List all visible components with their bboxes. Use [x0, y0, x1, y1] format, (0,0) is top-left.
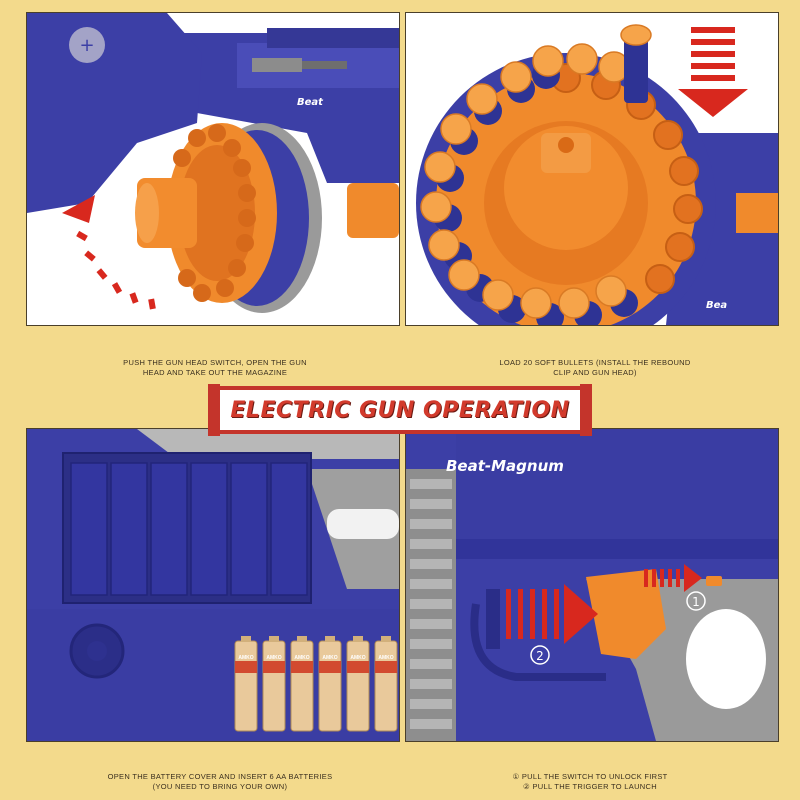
title-banner: ELECTRIC GUN OPERATION — [208, 384, 592, 436]
step4-caption-line1: ① PULL THE SWITCH TO UNLOCK FIRST — [512, 772, 668, 781]
step4-caption-line2: ② PULL THE TRIGGER TO LAUNCH — [523, 782, 657, 791]
svg-text:+: + — [79, 35, 94, 56]
step2-caption-line1: LOAD 20 SOFT BULLETS (INSTALL THE REBOUN… — [499, 358, 691, 367]
step3-caption: OPEN THE BATTERY COVER AND INSERT 6 AA B… — [70, 772, 370, 792]
step4-image: Beat-Magnum 1 2 — [405, 428, 779, 742]
step2-caption-line2: CLIP AND GUN HEAD) — [553, 368, 637, 377]
svg-text:2: 2 — [536, 649, 544, 663]
brand-label-step2: Bea — [706, 300, 727, 311]
brand-label-step4: Beat-Magnum — [446, 457, 564, 475]
step3-caption-line2: (YOU NEED TO BRING YOUR OWN) — [152, 782, 288, 791]
step3-image: AMKO AMKO AMKO AMKO AMKO AMKO — [26, 428, 400, 742]
svg-text:AMKO: AMKO — [378, 655, 393, 661]
svg-text:AMKO: AMKO — [266, 655, 281, 661]
step1-image: + Beat — [26, 12, 400, 326]
batteries — [234, 636, 398, 732]
step1-caption-line2: HEAD AND TAKE OUT THE MAGAZINE — [142, 368, 288, 377]
svg-text:AMKO: AMKO — [238, 655, 253, 661]
svg-text:AMKO: AMKO — [322, 655, 337, 661]
step2-image: Bea — [405, 12, 779, 326]
step1-caption-line1: PUSH THE GUN HEAD SWITCH, OPEN THE GUN — [123, 358, 307, 367]
svg-text:AMKO: AMKO — [294, 655, 309, 661]
step2-caption: LOAD 20 SOFT BULLETS (INSTALL THE REBOUN… — [480, 358, 710, 378]
svg-text:AMKO: AMKO — [350, 655, 365, 661]
step3-caption-line1: OPEN THE BATTERY COVER AND INSERT 6 AA B… — [107, 772, 333, 781]
svg-text:1: 1 — [692, 595, 700, 609]
step1-caption: PUSH THE GUN HEAD SWITCH, OPEN THE GUN H… — [80, 358, 350, 378]
brand-label-step1: Beat — [297, 97, 324, 108]
step4-caption: ① PULL THE SWITCH TO UNLOCK FIRST ② PULL… — [460, 772, 720, 792]
page-title: ELECTRIC GUN OPERATION — [230, 397, 570, 423]
